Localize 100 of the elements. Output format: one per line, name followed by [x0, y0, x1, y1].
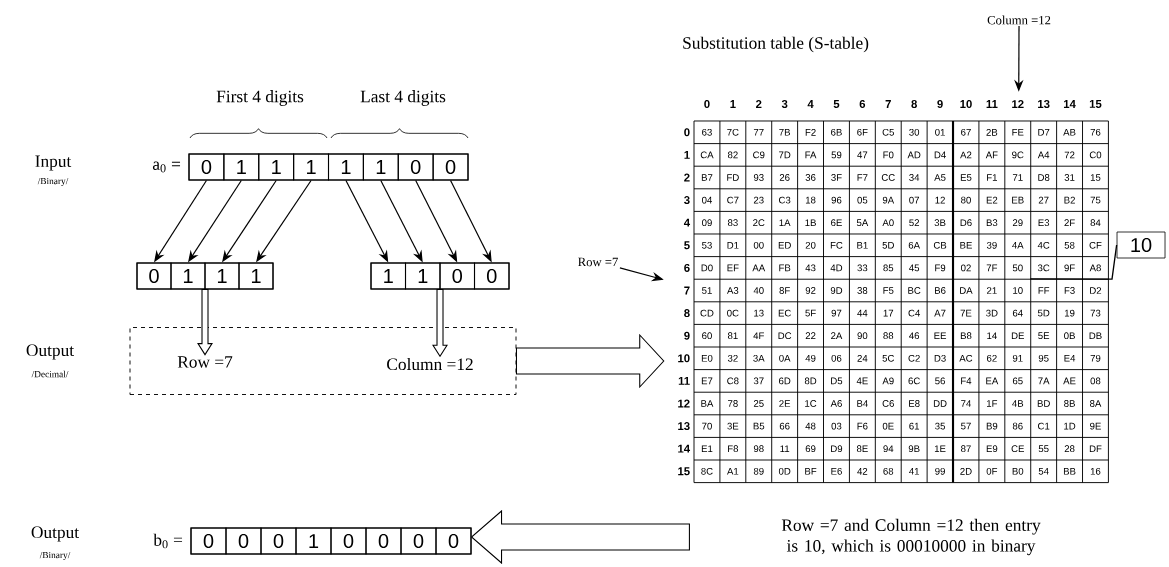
table-cell: 9F [1064, 264, 1075, 272]
table-cell: 75 [1090, 196, 1101, 204]
table-cell: F6 [857, 422, 868, 430]
table-cell: 56 [935, 377, 945, 385]
table-cell: 9C [1012, 151, 1024, 159]
table-cell: 46 [909, 332, 920, 340]
row-number: 6 [684, 263, 690, 272]
bit-cell: 0 [439, 262, 476, 290]
table-cell: 08 [1090, 377, 1101, 385]
table-cell: 63 [702, 128, 712, 136]
table-cell: 40 [753, 287, 764, 294]
pointer-label: Row =7 [578, 257, 618, 267]
row-number: 13 [678, 422, 690, 431]
table-cell: C7 [727, 196, 739, 204]
table-cell: 70 [702, 422, 712, 430]
table-cell: F5 [883, 287, 894, 294]
table-cell: 24 [857, 354, 868, 362]
table-cell: 5D [882, 241, 894, 249]
table-cell: A9 [882, 377, 894, 385]
table-cell: 60 [702, 332, 712, 340]
table-cell: E7 [701, 377, 713, 385]
table-cell: E6 [831, 467, 842, 475]
table-cell: 71 [1012, 174, 1023, 181]
table-cell: 34 [909, 174, 920, 181]
row-number: 2 [684, 173, 690, 182]
table-cell: 14 [987, 332, 997, 339]
table-cell: 58 [1064, 241, 1075, 249]
table-cell: 0B [1064, 332, 1075, 340]
table-cell: DD [933, 400, 947, 407]
table-cell: 6E [831, 219, 842, 227]
block-arrow [432, 289, 448, 358]
column-number: 9 [937, 100, 943, 108]
table-cell: 66 [779, 422, 790, 430]
table-cell: DC [778, 332, 792, 340]
table-cell: 86 [1012, 422, 1023, 430]
table-cell: 1F [987, 400, 998, 407]
table-cell: 43 [805, 264, 816, 272]
table-cell: EB [1012, 196, 1024, 204]
table-cell: 1C [805, 400, 817, 407]
table-cell: 13 [754, 309, 764, 317]
callout-box: 10 [1116, 231, 1166, 259]
table-cell: 23 [753, 196, 764, 204]
table-cell: A6 [830, 400, 842, 407]
table-cell: 4F [753, 332, 764, 339]
table-cell: 01 [935, 128, 945, 136]
table-cell: F9 [935, 264, 946, 272]
table-cell: 20 [805, 241, 816, 249]
bit-cell: 0 [188, 153, 225, 181]
row-number: 15 [678, 467, 690, 476]
table-cell: 6B [831, 128, 842, 136]
table-cell: 0D [778, 467, 791, 475]
bit-cell: 0 [473, 262, 510, 290]
table-cell: 8B [1064, 400, 1075, 407]
table-cell: D0 [701, 264, 713, 272]
table-cell: DF [1089, 445, 1102, 452]
table-cell: 16 [1090, 467, 1101, 475]
table-cell: 8D [804, 377, 817, 385]
table-cell: EC [778, 309, 791, 317]
table-cell: 4D [830, 264, 843, 272]
table-cell: 06 [831, 354, 842, 362]
row-number: 0 [684, 128, 690, 137]
table-cell: CE [1011, 445, 1024, 453]
table-cell: E3 [1038, 219, 1050, 227]
table-cell: B5 [753, 422, 765, 430]
table-cell: F0 [883, 151, 894, 159]
table-cell: AA [752, 264, 766, 272]
table-cell: 5A [856, 219, 869, 227]
table-cell: 1E [934, 445, 946, 452]
bit-cell: 0 [432, 153, 469, 181]
table-cell: 6A [908, 241, 920, 249]
pointer-label: Column =12 [987, 15, 1051, 25]
table-cell: FF [1038, 287, 1050, 294]
table-cell: 27 [1038, 196, 1049, 204]
table-cell: EA [986, 377, 999, 385]
bit-cell: 0 [260, 527, 297, 555]
table-cell: 51 [702, 287, 712, 294]
table-cell: A8 [1089, 264, 1101, 272]
table-cell: BD [1037, 400, 1050, 407]
table-cell: ED [778, 242, 791, 249]
table-cell: 4E [856, 377, 868, 385]
table-cell: 2B [986, 128, 998, 136]
bit-cell: 1 [293, 153, 330, 181]
table-cell: CB [933, 241, 947, 249]
table-cell: CF [1089, 241, 1102, 249]
bit-cell: 0 [435, 527, 472, 555]
row-label: Output [31, 526, 79, 542]
table-cell: 7B [779, 129, 791, 136]
table-cell: 1D [1064, 422, 1076, 430]
column-number: 11 [986, 100, 998, 108]
table-cell: C1 [1038, 422, 1050, 430]
table-cell: B3 [986, 219, 998, 227]
table-cell: C8 [727, 377, 739, 385]
table-cell: 7C [727, 128, 739, 136]
column-number: 1 [730, 100, 736, 108]
table-cell: E0 [701, 354, 713, 362]
column-number: 12 [1012, 100, 1024, 108]
table-cell: 53 [702, 241, 712, 249]
table-cell: A3 [727, 287, 739, 294]
table-cell: D3 [934, 354, 946, 362]
result-text: Column =12 [387, 357, 473, 371]
